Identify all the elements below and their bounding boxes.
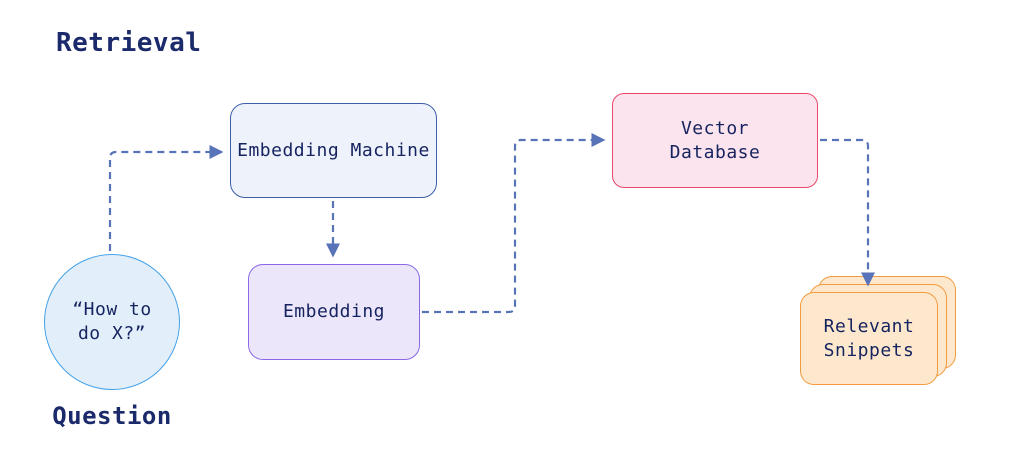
diagram-title: Retrieval — [56, 28, 202, 58]
node-question-circle: “How to do X?” — [44, 254, 180, 390]
question-text: “How to do X?” — [72, 299, 152, 344]
arrow-embedding-to-vector-database-icon — [422, 132, 606, 314]
node-embedding: Embedding — [248, 264, 420, 360]
node-embedding-machine: Embedding Machine — [230, 103, 437, 198]
arrow-question-to-embedding-machine-icon — [108, 144, 224, 251]
snippet-card-front: Relevant Snippets — [800, 292, 938, 385]
arrow-vector-database-to-relevant-snippets-icon — [820, 138, 876, 287]
embedding-machine-label: Embedding Machine — [237, 139, 430, 161]
vector-database-label: Vector Database — [669, 117, 761, 163]
question-label: Question — [52, 402, 172, 430]
node-vector-database: Vector Database — [612, 93, 818, 188]
embedding-label: Embedding — [282, 301, 386, 322]
relevant-snippets-label: Relevant Snippets — [823, 315, 915, 361]
node-relevant-snippets: Relevant Snippets — [800, 276, 956, 386]
